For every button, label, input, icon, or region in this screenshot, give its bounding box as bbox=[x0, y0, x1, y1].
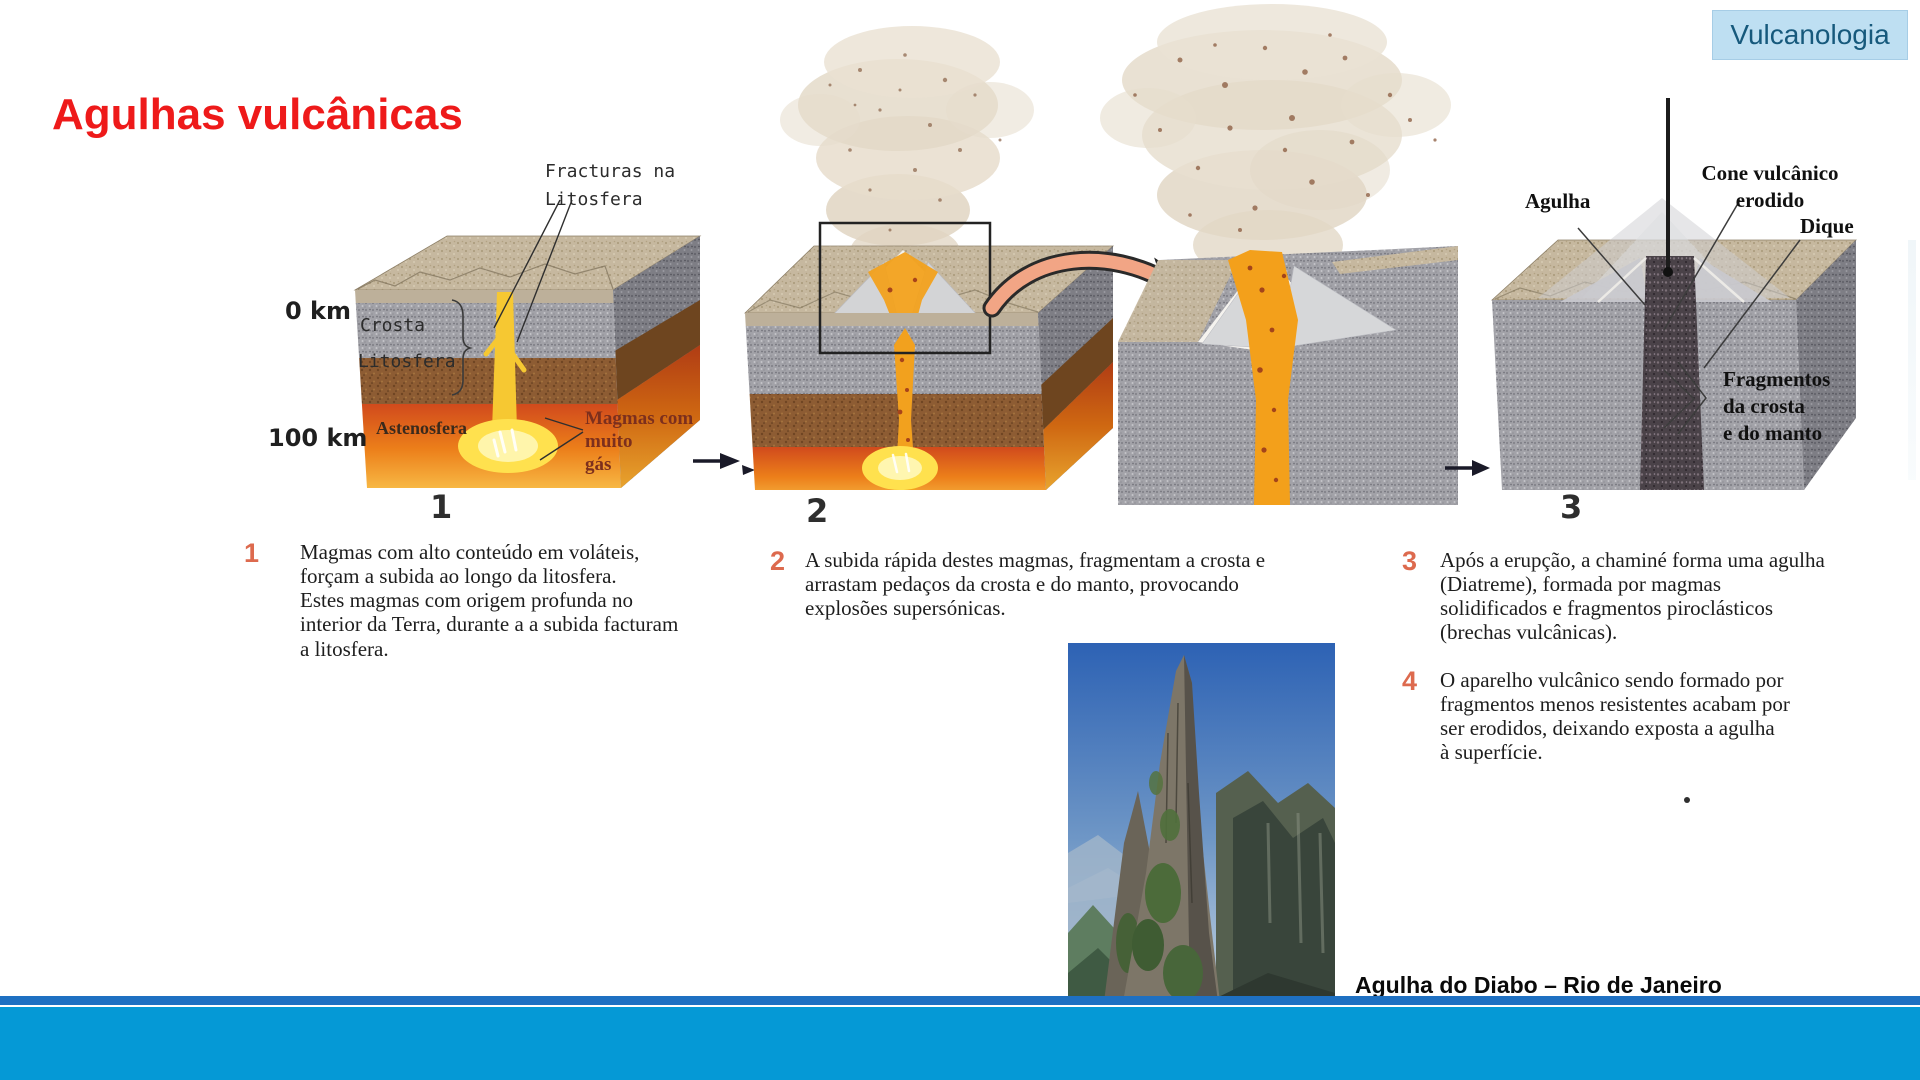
ash-cloud-zoom bbox=[1100, 4, 1451, 280]
stage2-zoom-block-diagram bbox=[1100, 4, 1458, 505]
note-number: 4 bbox=[1402, 666, 1418, 696]
note-number: 2 bbox=[770, 546, 786, 576]
needle-dot bbox=[1663, 267, 1673, 277]
cone-erodido-label: Cone vulcânico erodido bbox=[1701, 161, 1839, 212]
fracturas-label: Fracturas na Litosfera bbox=[545, 161, 676, 210]
zoom-rectangle bbox=[818, 221, 992, 355]
astenosfera-label: Astenosfera bbox=[376, 418, 467, 438]
crosta-label: Crosta bbox=[360, 315, 426, 336]
fracture-pointer-lines bbox=[493, 199, 573, 343]
photo-caption: Agulha do Diabo – Rio de Janeiro bbox=[1355, 972, 1722, 998]
dique-label: Dique bbox=[1800, 214, 1854, 238]
page-title: Agulhas vulcânicas bbox=[52, 90, 463, 139]
litosfera-label: Litosfera bbox=[358, 351, 456, 372]
magma-pointer-lines bbox=[539, 417, 584, 461]
note-text: Magmas com alto conteúdo em voláteis, fo… bbox=[300, 540, 679, 661]
magmas-gas-label: Magmas com muito gás bbox=[585, 408, 694, 475]
note-number: 3 bbox=[1402, 546, 1418, 576]
stage-arrow-1 bbox=[693, 453, 755, 475]
topic-badge: Vulcanologia bbox=[1712, 10, 1908, 60]
note-text: O aparelho vulcânico sendo formado por f… bbox=[1440, 668, 1790, 765]
stage1-block-diagram bbox=[353, 199, 702, 488]
stage1-number: 1 bbox=[430, 488, 453, 526]
bottom-bar-light bbox=[0, 1007, 1920, 1080]
stage-arrow-2 bbox=[1445, 460, 1490, 476]
stage2-number: 2 bbox=[806, 492, 829, 530]
stage3-number: 3 bbox=[1560, 488, 1583, 526]
agulha-label: Agulha bbox=[1525, 189, 1591, 213]
edge-artifact bbox=[1908, 240, 1916, 480]
note-text: A subida rápida destes magmas, fragmenta… bbox=[805, 548, 1266, 621]
note-text: Após a erupção, a chaminé forma uma agul… bbox=[1440, 548, 1825, 645]
stage3-block-diagram bbox=[1490, 98, 1857, 803]
crust-litosphere-brace bbox=[451, 299, 473, 396]
depth-0km-label: 0 km bbox=[285, 297, 352, 325]
diatreme-column bbox=[1640, 256, 1704, 490]
fragmentos-label: Fragmentos da crosta e do manto bbox=[1723, 367, 1831, 445]
note-number: 1 bbox=[244, 538, 260, 568]
needle-line bbox=[1666, 98, 1670, 276]
ash-cloud-stage2 bbox=[780, 26, 1034, 280]
agulha-do-diabo-photo bbox=[1068, 643, 1335, 1002]
depth-100km-label: 100 km bbox=[268, 424, 368, 452]
stage3-pointer-lines bbox=[1577, 199, 1801, 435]
bottom-bar-dark bbox=[0, 996, 1920, 1005]
stage2-block-diagram bbox=[744, 26, 1115, 490]
